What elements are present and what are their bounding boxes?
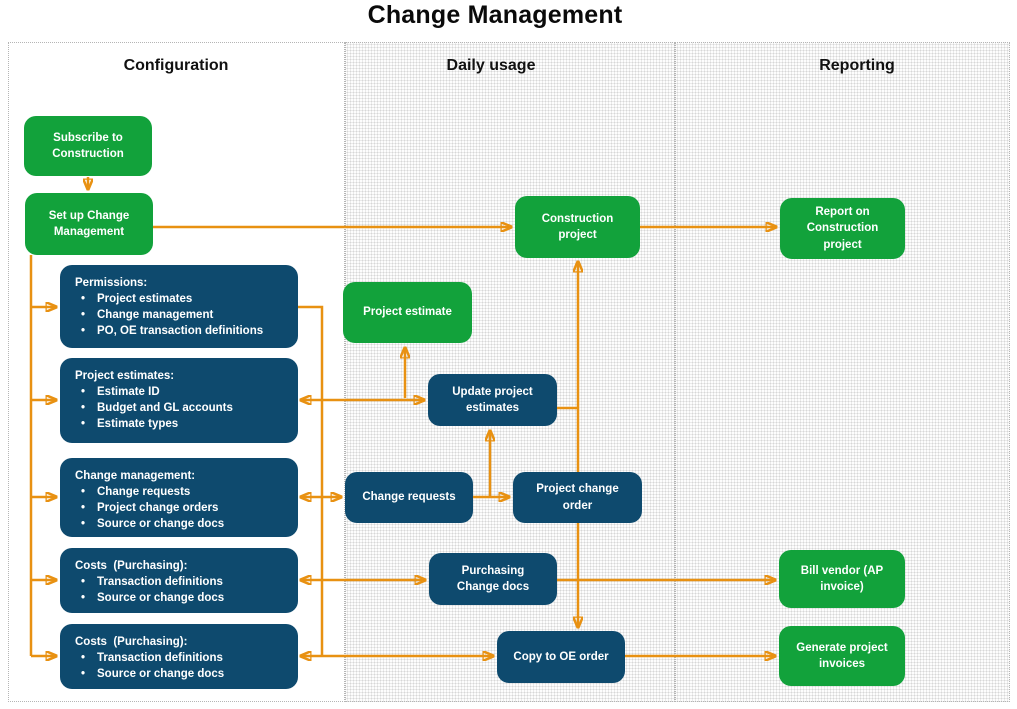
node-generate-project-invoices: Generate project invoices (779, 626, 905, 686)
node-project-estimates-setup: Project estimates: Estimate ID Budget an… (60, 358, 298, 443)
list-item: Project change orders (75, 500, 290, 516)
list-item: Source or change docs (75, 590, 290, 606)
list-item: Transaction definitions (75, 650, 290, 666)
list-item: Transaction definitions (75, 574, 290, 590)
node-copy-to-oe-order: Copy to OE order (497, 631, 625, 683)
daily-usage-column-header: Daily usage (446, 57, 536, 74)
list-item: Change requests (75, 484, 290, 500)
node-title: Permissions: (75, 277, 148, 289)
node-bill-vendor-ap-invoice: Bill vendor (AP invoice) (779, 550, 905, 608)
reporting-column-header: Reporting (819, 57, 895, 74)
list-item: Change management (75, 307, 290, 323)
page-title: Change Management (367, 1, 623, 29)
node-costs-purchasing-1: Costs (Purchasing): Transaction definiti… (60, 548, 298, 613)
node-title: Project estimates: (75, 370, 175, 382)
configuration-column (8, 42, 345, 702)
list-item: Estimate ID (75, 384, 290, 400)
node-change-management-setup: Change management: Change requests Proje… (60, 458, 298, 537)
node-costs-purchasing-2: Costs (Purchasing): Transaction definiti… (60, 624, 298, 689)
node-title: Costs (Purchasing): (75, 636, 188, 648)
node-set-up-change-management: Set up Change Management (25, 193, 153, 255)
node-subscribe-to-construction: Subscribe to Construction (24, 116, 152, 176)
node-construction-project: Construction project (515, 196, 640, 258)
node-title: Costs (Purchasing): (75, 560, 188, 572)
node-project-estimate: Project estimate (343, 282, 472, 343)
node-permissions: Permissions: Project estimates Change ma… (60, 265, 298, 348)
node-change-requests: Change requests (345, 472, 473, 523)
node-update-project-estimates: Update project estimates (428, 374, 557, 426)
node-project-change-order: Project change order (513, 472, 642, 523)
configuration-column-header: Configuration (123, 57, 229, 74)
node-purchasing-change-docs: Purchasing Change docs (429, 553, 557, 605)
list-item: PO, OE transaction definitions (75, 323, 290, 339)
list-item: Estimate types (75, 416, 290, 432)
node-title: Change management: (75, 470, 196, 482)
list-item: Project estimates (75, 291, 290, 307)
list-item: Source or change docs (75, 516, 290, 532)
node-report-on-construction-project: Report on Construction project (780, 198, 905, 259)
list-item: Budget and GL accounts (75, 400, 290, 416)
list-item: Source or change docs (75, 666, 290, 682)
